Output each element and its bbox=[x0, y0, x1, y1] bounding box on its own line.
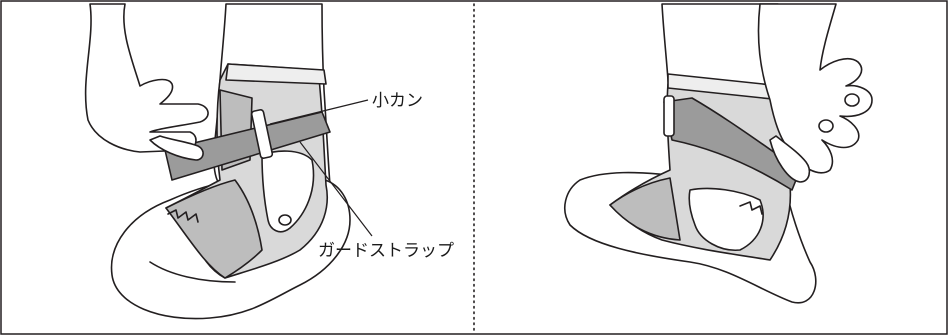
left-brace-cuff bbox=[225, 63, 327, 85]
right-panel-illustration bbox=[564, 3, 873, 304]
leader-small-ring bbox=[269, 99, 369, 125]
left-foot-wrap bbox=[165, 179, 263, 279]
left-heel-dot bbox=[278, 214, 292, 226]
right-brace-side-panel bbox=[609, 177, 681, 241]
right-fingernail-2 bbox=[818, 119, 834, 133]
left-hand bbox=[84, 3, 209, 153]
right-small-ring bbox=[663, 95, 675, 137]
left-thumb bbox=[149, 135, 204, 161]
left-panel-illustration bbox=[84, 3, 351, 320]
left-small-ring bbox=[250, 109, 274, 159]
left-zigzag-stitch bbox=[167, 209, 199, 223]
left-toe-line bbox=[149, 261, 236, 283]
left-heel-stabilizer bbox=[261, 150, 315, 233]
left-guard-strap bbox=[164, 111, 331, 181]
right-fingernail-1 bbox=[844, 93, 860, 107]
label-small-ring: 小カン bbox=[372, 91, 423, 111]
label-guard-strap: ガードストラップ bbox=[318, 241, 454, 261]
right-zigzag-stitch bbox=[739, 201, 763, 215]
leader-guard-strap bbox=[299, 141, 373, 237]
right-thumb bbox=[769, 135, 811, 183]
callout-leaders bbox=[269, 99, 373, 237]
